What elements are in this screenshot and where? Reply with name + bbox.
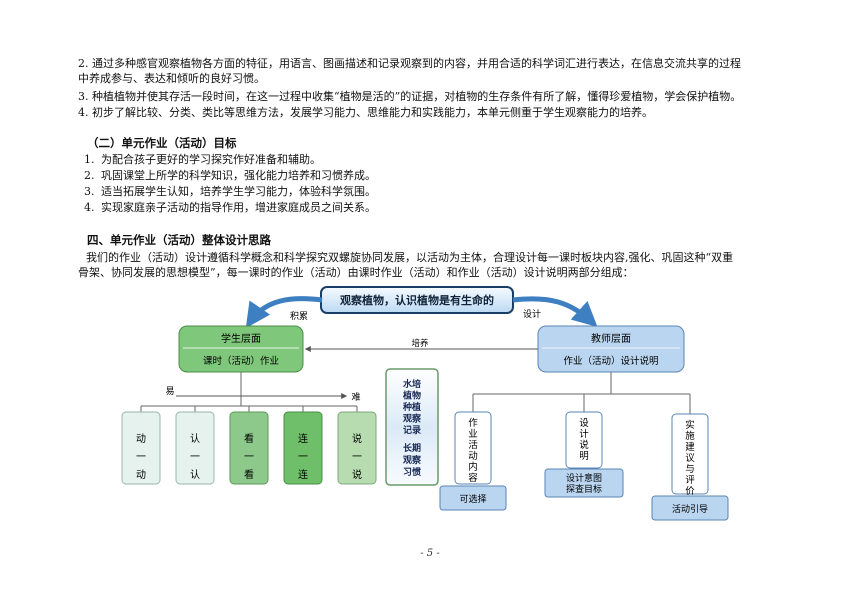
activity-box: 看一看 [229,411,269,485]
teacher-level-title: 教师层面 [591,332,631,345]
activity-label-4: 连一连 [298,432,308,481]
goal-item-1: 1. 为配合孩子更好的学习探究作好准备和辅助。 [84,152,321,167]
section-4-body: 我们的作业（活动）设计遵循科学概念和科学探究双螺旋协同发展，以活动为主体，合理设… [78,250,826,280]
teacher-item-sub-box-1 [439,485,507,511]
activity-box-5 [337,411,377,485]
accumulate-label: 积累 [290,310,308,322]
goal-item-4-num: 4. [84,201,95,214]
teacher-item-label-1: 作业活动内容 [468,417,478,484]
teacher-item-sub-box-2 [544,468,624,498]
accumulate-arrow [245,296,323,329]
student-level-subtitle: 课时（活动）作业 [203,355,279,367]
teacher-item-box-3 [671,413,709,495]
activity-box-1 [121,411,161,485]
goal-item-1-text: 为配合孩子更好的学习探究作好准备和辅助。 [101,153,321,166]
goal-item-3-text: 适当拓展学生认知，培养学生学习能力，体验科学氛围。 [101,185,376,198]
student-level-title: 学生层面 [221,332,261,345]
teacher-item-sub-3: 活动引导 [672,503,708,515]
goal-item-2: 2. 巩固课堂上所学的科学知识，强化能力培养和习惯养成。 [84,168,376,183]
teacher-item-box-2 [565,411,603,469]
center-bottom-text: 长期观察习惯 [403,442,422,478]
activity-label-2: 认一认 [190,432,200,481]
hard-label: 难 [351,392,360,403]
design-label: 设计 [523,308,541,320]
paragraph-3: 3. 种植植物并使其存活一段时间，在这一过程中收集“植物是活的”的证据，对植物的… [78,90,742,103]
paragraph-2: 2. 通过多种感官观察植物各方面的特征，用语言、图画描述和记录观察到的内容，并用… [78,56,813,86]
teacher-item-label-3: 实施建议与评价 [685,419,695,497]
activity-box-3 [229,411,269,485]
section-4-body-line-1: 我们的作业（活动）设计遵循科学概念和科学探究双螺旋协同发展，以活动为主体，合理设… [86,251,734,264]
activity-box: 连一连 [283,411,323,485]
goal-item-3: 3. 适当拓展学生认知，培养学生学习能力，体验科学氛围。 [84,184,376,199]
activity-label-3: 看一看 [244,432,254,481]
teacher-level-subtitle: 作业（活动）设计说明 [563,355,658,367]
teacher-item-label-2: 设计说明 [579,418,589,462]
design-arrow [512,296,598,328]
activity-box: 动一动 [121,411,161,485]
goal-item-2-num: 2. [84,169,95,182]
teacher-item-sub-box-3 [651,495,729,521]
easy-label: 易 [165,386,174,397]
goal-item-4: 4. 实现家庭亲子活动的指导作用，增进家庭成员之间关系。 [84,200,376,215]
center-top-text: 水培植物种植观察记录 [402,378,422,436]
paragraph-4: 4. 初步了解比较、分类、类比等思维方法，发展学习能力、思维能力和实践能力，本单… [78,106,653,119]
section-4-body-line-2: 骨架、协同发展的思想模型”，每一课时的作业（活动）由课时作业（活动）和作业（活动… [78,266,634,279]
activity-box-2 [175,411,215,485]
teacher-item-sub-2: 设计意图探查目标 [566,472,602,495]
activity-box: 认一认 [175,411,215,485]
paragraph-2-line-1: 2. 通过多种感官观察植物各方面的特征，用语言、图画描述和记录观察到的内容，并用… [78,57,741,70]
top-title-text: 观察植物，认识植物是有生命的 [340,293,494,307]
activity-box: 说一说 [337,411,377,485]
activity-box-4 [283,411,323,485]
cultivate-label: 培养 [411,338,429,349]
activity-label-5: 说一说 [352,432,362,481]
section-4-heading: 四、单元作业（活动）整体设计思路 [87,233,271,247]
page-number: - 5 - [420,548,440,559]
goal-item-4-text: 实现家庭亲子活动的指导作用，增进家庭成员之间关系。 [101,201,376,214]
goal-item-2-text: 巩固课堂上所学的科学知识，强化能力培养和习惯养成。 [101,169,376,182]
goal-item-3-num: 3. [84,185,95,198]
center-practice-box [385,368,439,486]
goal-item-1-num: 1. [84,153,95,166]
teacher-item-sub-1: 可选择 [459,493,486,505]
activity-label-1: 动一动 [136,433,146,481]
paragraph-2-line-2: 中养成参与、表达和倾听的良好习惯。 [78,72,265,85]
teacher-item-box-1 [454,411,492,485]
section-2-heading: （二）单元作业（活动）目标 [87,136,237,150]
